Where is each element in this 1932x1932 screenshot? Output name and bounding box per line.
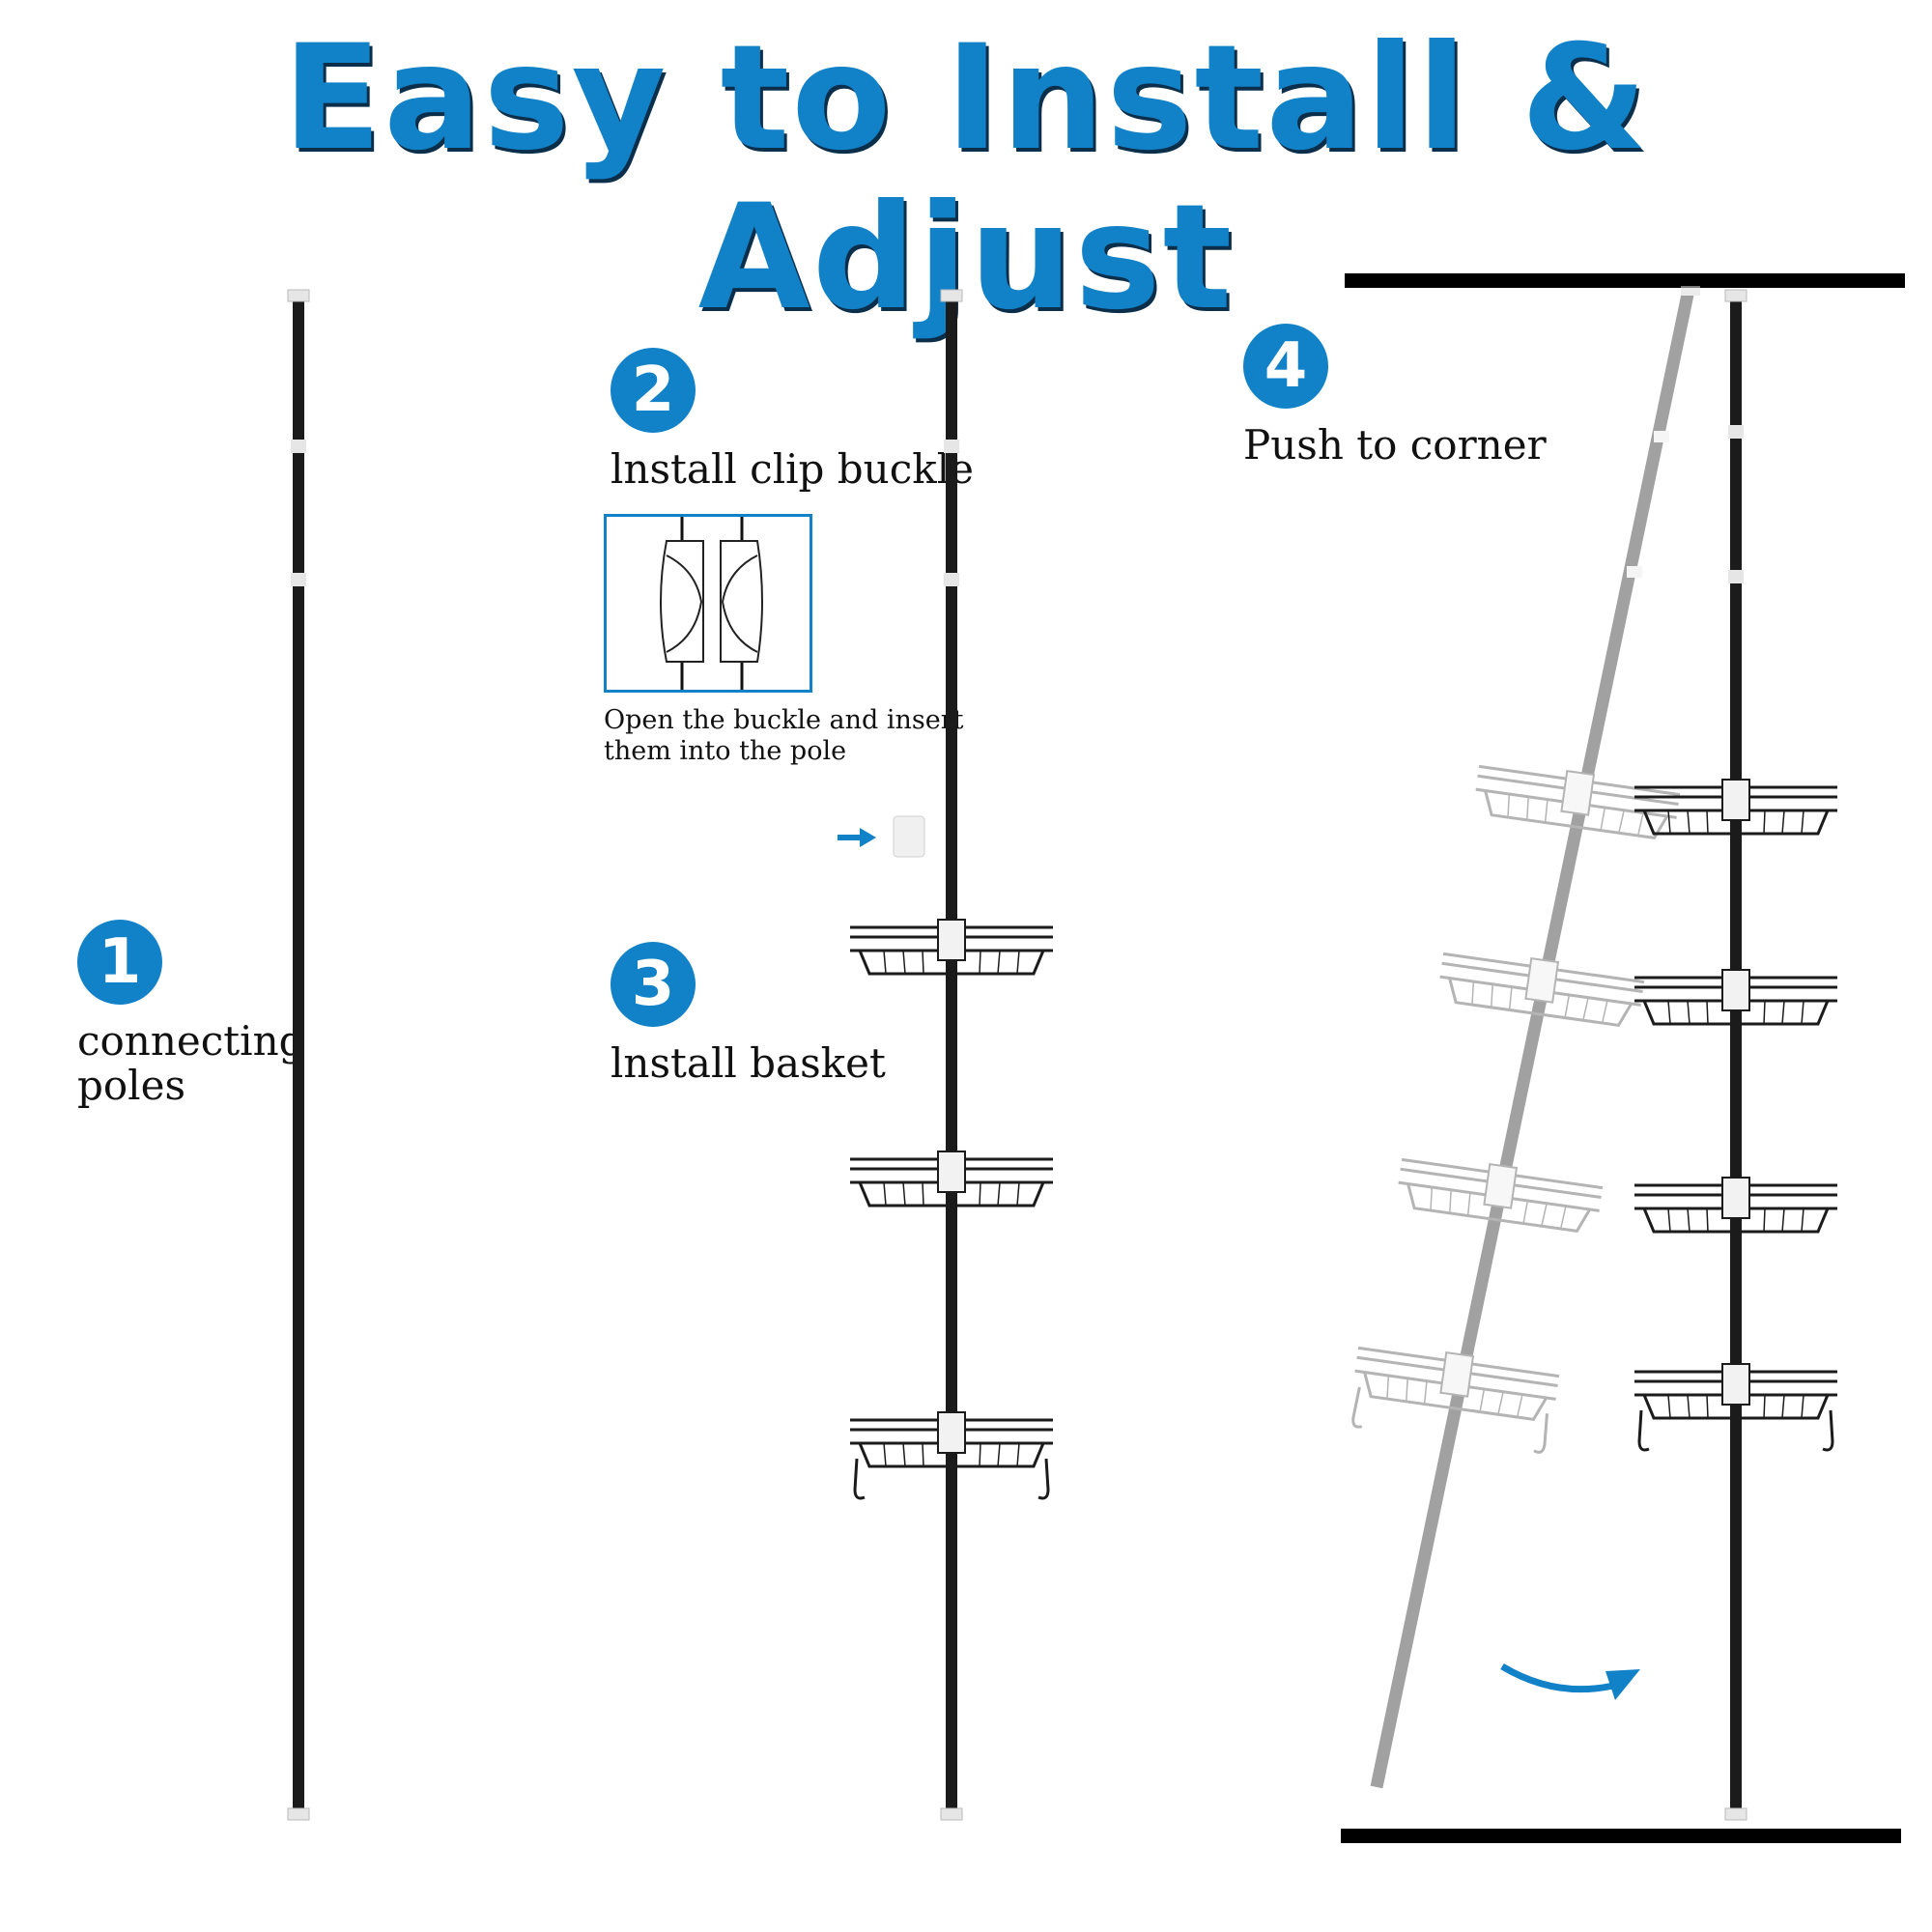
pole-step-1 bbox=[287, 289, 310, 1821]
step-1-label-line2: poles bbox=[77, 1062, 186, 1110]
tilted-pole-ghost bbox=[1348, 286, 1700, 1789]
step-2-note-line2: them into the pole bbox=[604, 736, 847, 767]
step-1-badge: 1 bbox=[77, 920, 162, 1005]
step-3-badge: 3 bbox=[611, 942, 696, 1027]
clip-buckle-drawing bbox=[660, 517, 763, 690]
page-title: Easy to Install & Adjust bbox=[282, 14, 1650, 342]
step-2-badge: 2 bbox=[611, 348, 696, 433]
step-2-note-line1: Open the buckle and insert bbox=[604, 705, 964, 735]
right-arrow-icon bbox=[838, 828, 876, 847]
curved-arrow-icon bbox=[1500, 1662, 1640, 1700]
floor-bar bbox=[1341, 1829, 1901, 1843]
ceiling-bar bbox=[1345, 273, 1905, 288]
pole-step-3 bbox=[940, 289, 963, 1821]
step-4-badge: 4 bbox=[1243, 324, 1328, 409]
step-1-label: connecting poles bbox=[77, 1017, 305, 1110]
clip-buckle-diagram bbox=[604, 514, 812, 693]
step-2-note: Open the buckle and insert them into the… bbox=[604, 705, 964, 768]
step-2-label: lnstall clip buckle bbox=[611, 445, 974, 493]
clip-buckle-piece bbox=[893, 815, 925, 858]
step-3-label: lnstall basket bbox=[611, 1039, 886, 1087]
step-1-label-line1: connecting bbox=[77, 1017, 305, 1065]
step-4-label: Push to corner bbox=[1243, 421, 1547, 469]
upright-pole-step-4 bbox=[1724, 289, 1747, 1821]
